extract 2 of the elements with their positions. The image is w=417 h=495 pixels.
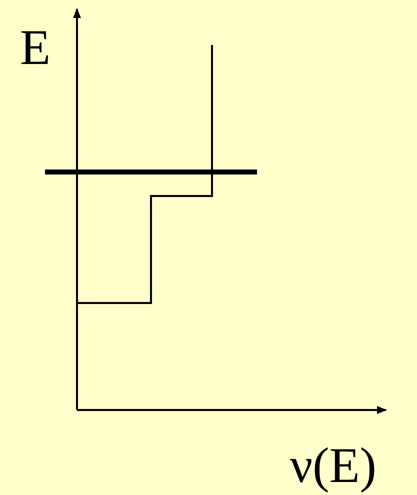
axis-label: E	[20, 22, 51, 72]
axis-label: ν(E)	[290, 440, 376, 490]
